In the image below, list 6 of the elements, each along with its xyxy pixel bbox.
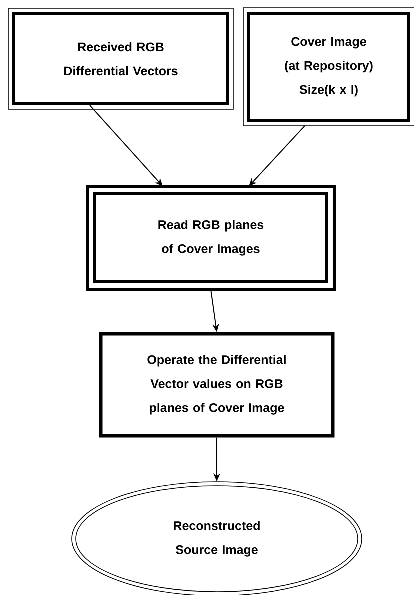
process-box: Read RGB planes of Cover Images (86, 185, 336, 291)
arrow (249, 126, 306, 186)
process-box: Operate the Differential Vector values on RGB planes of Cover Image (99, 332, 335, 438)
arrow (90, 105, 163, 186)
process-box: Cover Image (at Repository) Size(k x l) (243, 8, 414, 126)
process-box: Received RGB Differential Vectors (8, 8, 234, 110)
